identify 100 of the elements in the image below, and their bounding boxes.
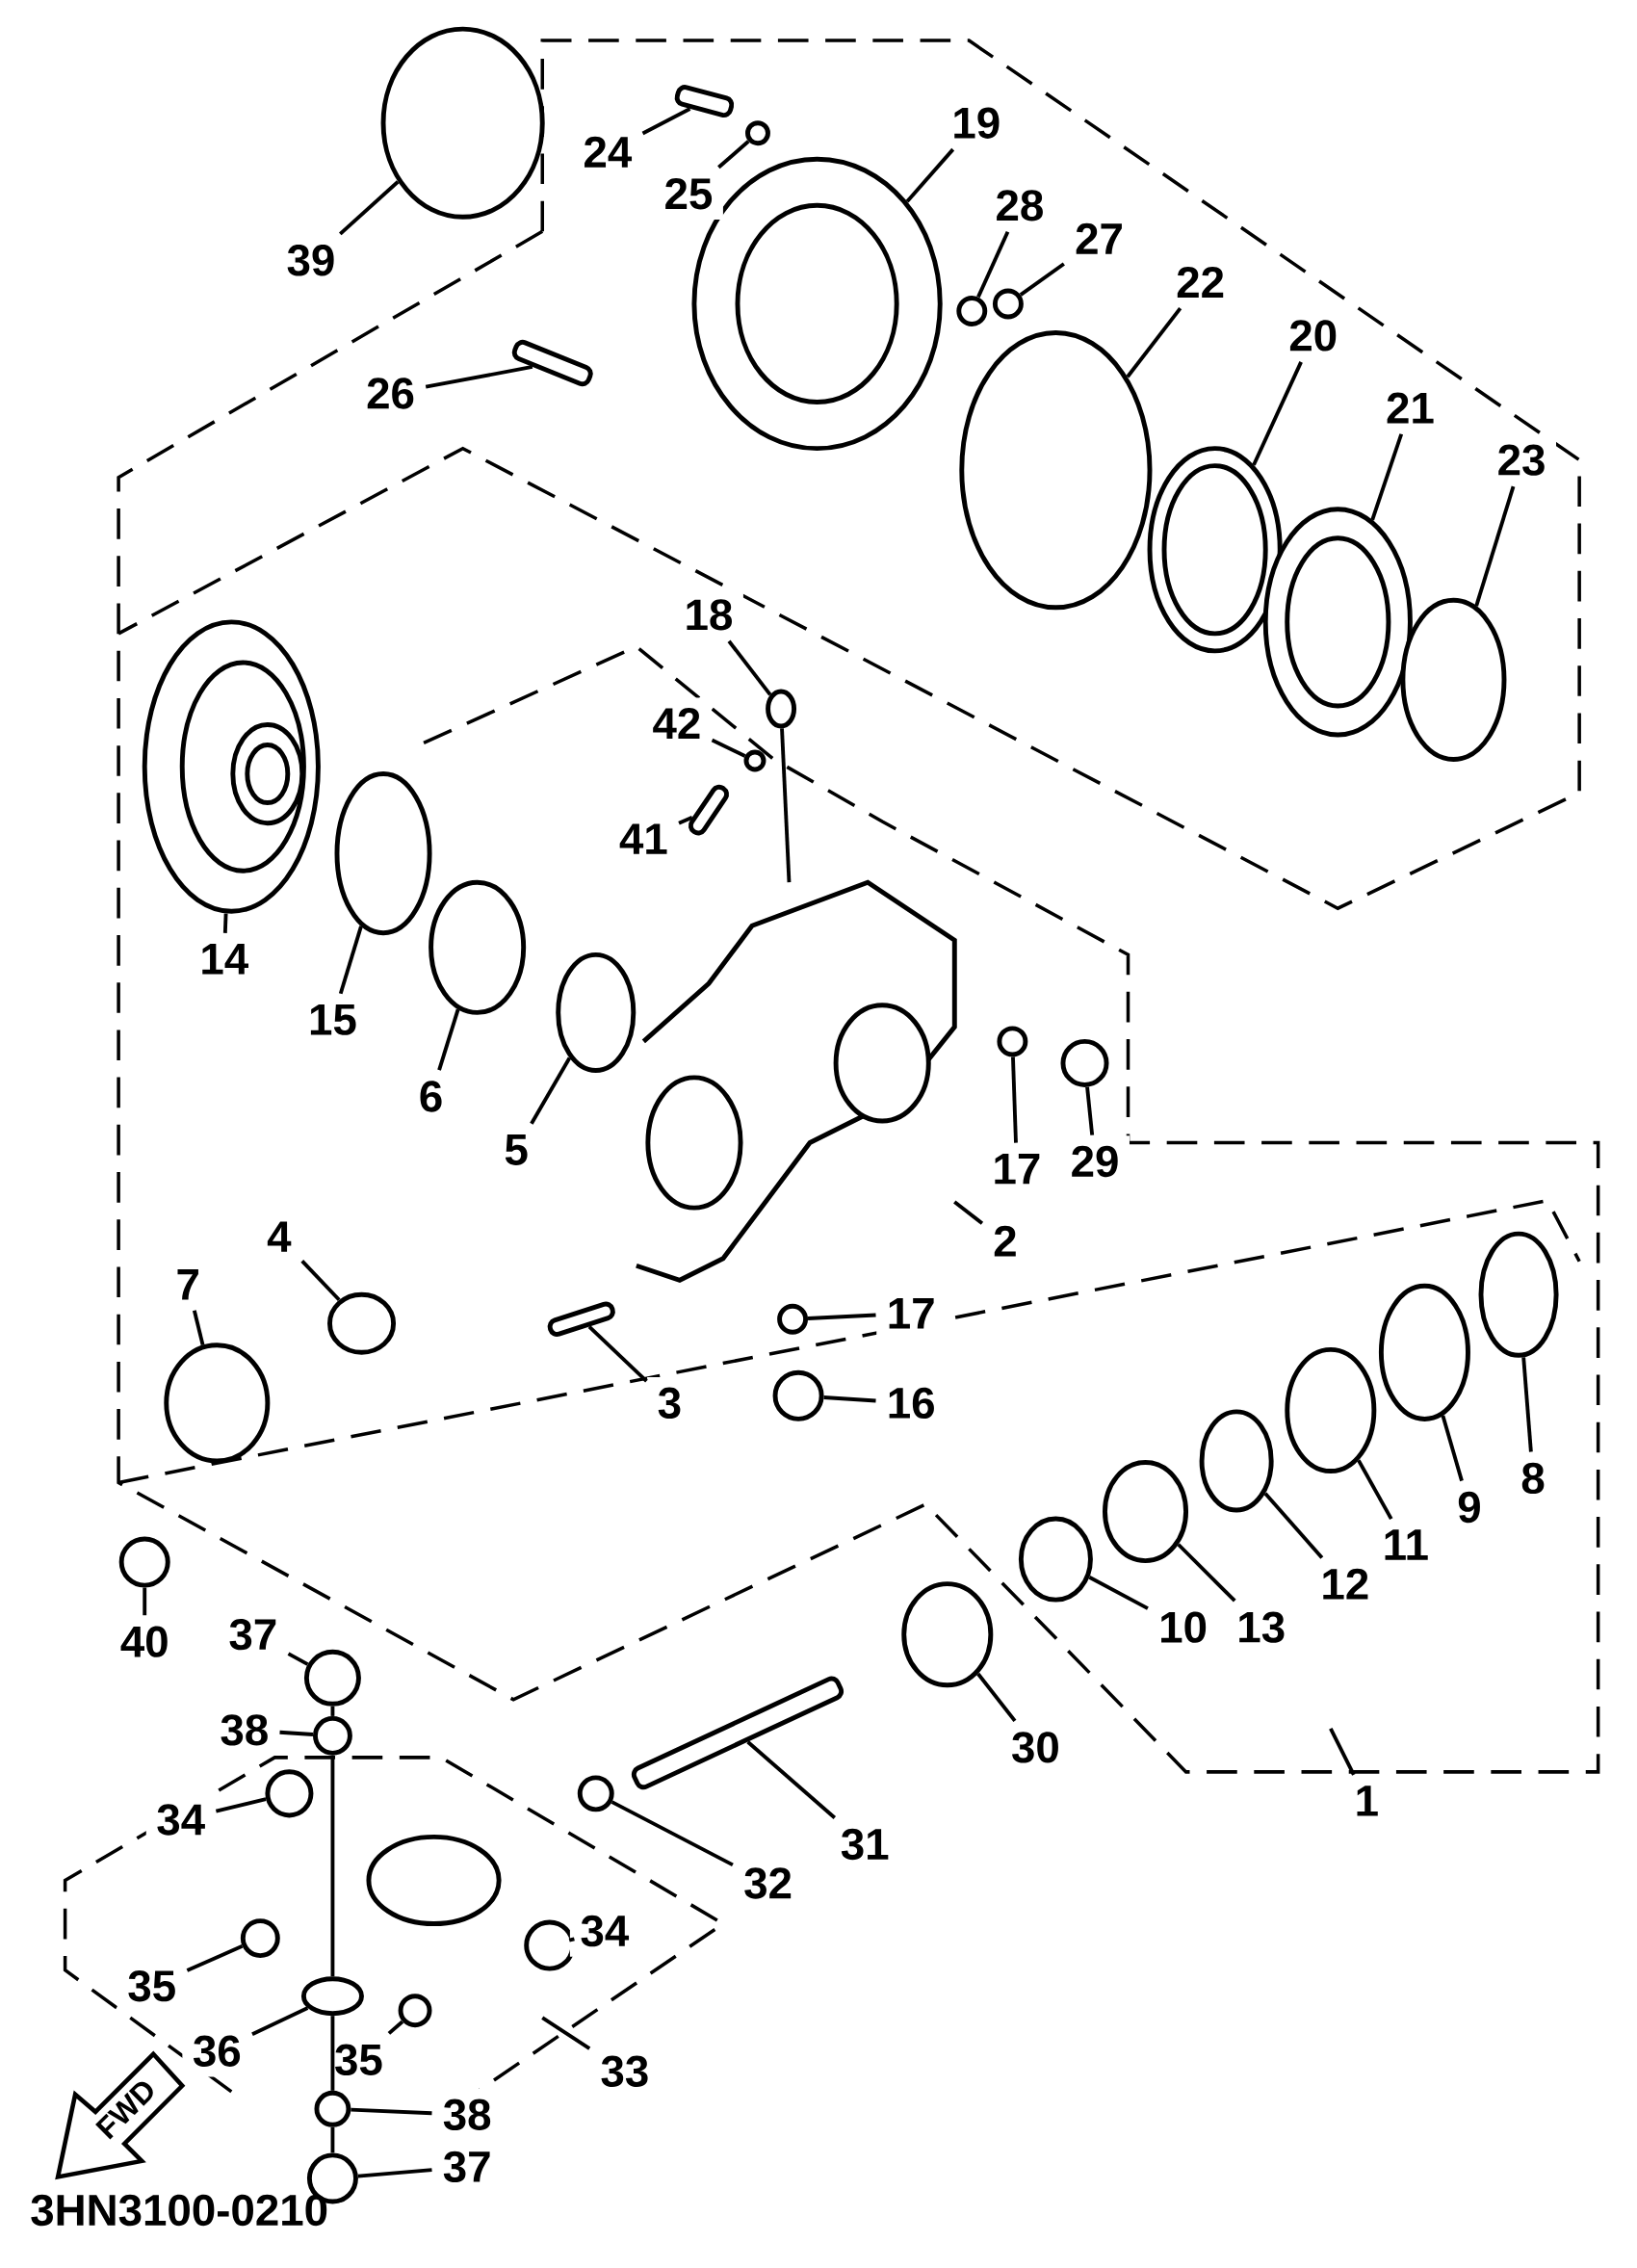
- leader-line: [716, 140, 750, 169]
- leader-line: [338, 925, 363, 995]
- callout-number: 35: [117, 1960, 187, 2012]
- leader-line: [823, 1395, 876, 1403]
- bearing: [334, 771, 432, 936]
- leader-line: [1177, 1543, 1236, 1603]
- callout-number: 15: [298, 994, 368, 1046]
- leader-line: [300, 1259, 341, 1302]
- leader-line: [976, 1672, 1017, 1723]
- leader-line: [192, 1310, 205, 1346]
- callout-number: 19: [941, 97, 1011, 149]
- o-ring: [1199, 1409, 1274, 1513]
- housing: [634, 879, 957, 1283]
- bolt: [674, 85, 735, 118]
- callout-number: 39: [275, 234, 346, 287]
- leader-line: [425, 365, 533, 389]
- leader-line: [437, 1008, 460, 1071]
- callout-number: 38: [209, 1704, 279, 1757]
- callout-number: 18: [673, 588, 743, 641]
- leader-line: [568, 1937, 575, 1942]
- leader-line: [1085, 1086, 1095, 1135]
- callout-number: 20: [1278, 309, 1348, 362]
- leader-line: [143, 1587, 147, 1616]
- callout-number: 26: [355, 367, 426, 420]
- alignment-line: [330, 2126, 335, 2153]
- callout-number: 33: [589, 2046, 660, 2098]
- circlip: [577, 1775, 614, 1812]
- part-code: 3HN3100-0210: [31, 2194, 327, 2227]
- o-ring: [380, 26, 545, 220]
- callout-number: 4: [256, 1211, 301, 1263]
- callout-number: 30: [1000, 1721, 1071, 1774]
- callout-number: 31: [830, 1818, 900, 1870]
- callout-number: 10: [1148, 1601, 1218, 1654]
- bearing: [326, 1291, 396, 1355]
- washer: [744, 120, 770, 146]
- o-ring: [959, 330, 1153, 611]
- callout-number: 35: [324, 2034, 394, 2086]
- circlip: [398, 1994, 432, 2028]
- oil-seal: [1147, 446, 1283, 654]
- leader-line: [287, 1652, 309, 1666]
- leader-line: [1370, 433, 1404, 521]
- callout-number: 23: [1487, 433, 1556, 486]
- callout-number: 2: [982, 1215, 1028, 1267]
- leader-line: [351, 2107, 432, 2116]
- leader-line: [807, 1313, 876, 1320]
- leader-line: [905, 147, 955, 203]
- circlip: [1478, 1231, 1559, 1358]
- callout-number: 37: [218, 1608, 288, 1660]
- callout-number: 1: [1344, 1775, 1390, 1827]
- leader-line: [1263, 1492, 1324, 1559]
- callout-number: 28: [984, 179, 1054, 232]
- leader-line: [1521, 1357, 1533, 1452]
- leader-line: [1357, 1459, 1393, 1521]
- fitting: [766, 689, 796, 729]
- leader-line: [215, 1797, 267, 1813]
- leader-line: [1329, 1728, 1356, 1776]
- callout-number: 41: [609, 813, 679, 865]
- leader-line: [1088, 1576, 1149, 1610]
- oil-seal: [1102, 1460, 1188, 1564]
- bearing: [265, 1769, 314, 1818]
- callout-number: 9: [1446, 1481, 1493, 1533]
- nut: [1285, 1346, 1377, 1473]
- leader-line: [746, 1740, 836, 1819]
- leader-line: [541, 2016, 591, 2050]
- circlip: [312, 1715, 352, 1756]
- leader-line: [1441, 1415, 1464, 1482]
- circlip: [1400, 597, 1507, 762]
- plug: [1060, 1038, 1109, 1087]
- callout-number: 7: [165, 1259, 211, 1310]
- leader-line: [530, 1056, 572, 1125]
- leader-line: [1019, 262, 1065, 297]
- circlip: [240, 1918, 280, 1959]
- callout-number: 14: [189, 933, 259, 985]
- pin: [688, 784, 729, 836]
- bolt: [511, 339, 593, 387]
- callout-number: 32: [733, 1857, 803, 1910]
- leader-line: [1010, 1056, 1018, 1143]
- callout-number: 21: [1375, 382, 1445, 434]
- oil-seal: [556, 952, 637, 1073]
- callout-number: 5: [493, 1124, 539, 1176]
- callout-number: 8: [1510, 1452, 1556, 1504]
- gear: [164, 1343, 271, 1464]
- shaft: [631, 1676, 844, 1790]
- alignment-line: [330, 1706, 335, 1716]
- callout-number: 37: [432, 2141, 503, 2193]
- callout-number: 38: [432, 2089, 503, 2141]
- leader-line: [251, 2006, 309, 2037]
- alignment-line: [780, 728, 792, 883]
- leader-line: [678, 815, 693, 825]
- callout-number: 27: [1064, 213, 1134, 265]
- callout-number: 42: [641, 697, 712, 749]
- leader-line: [279, 1730, 314, 1736]
- bearing: [1018, 1516, 1093, 1603]
- leader-line: [587, 1325, 648, 1383]
- bearing: [901, 1581, 994, 1688]
- spider: [300, 1976, 364, 2017]
- callout-number: 16: [876, 1377, 947, 1429]
- callout-number: 34: [145, 1793, 216, 1846]
- callout-number: 22: [1165, 256, 1235, 308]
- leader-line: [1252, 361, 1303, 466]
